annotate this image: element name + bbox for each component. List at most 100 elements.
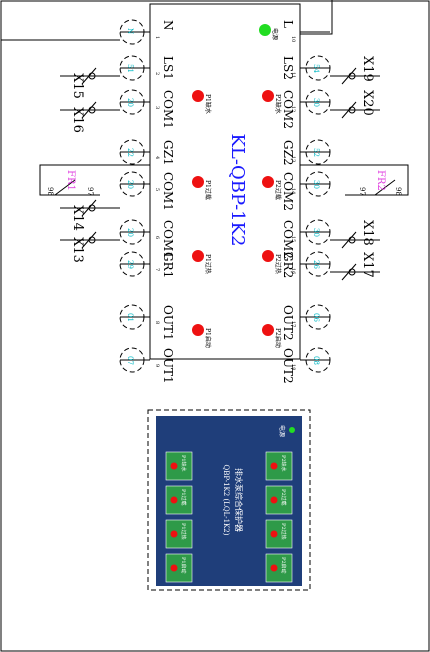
fr2-pin-a: 98	[394, 187, 402, 196]
panel-button-label: P2启动	[280, 557, 287, 574]
panel-button-2[interactable]: P1过载	[165, 485, 193, 515]
left-pin-label: OUT1	[161, 348, 175, 384]
led-label: P2启动	[274, 328, 282, 348]
led-7: P2过热	[262, 250, 282, 274]
panel-power-label: 电源	[278, 425, 286, 437]
led-label: P2过载	[274, 180, 282, 200]
device-body	[149, 3, 301, 360]
right-pin-label: L	[281, 20, 295, 28]
right-terminal-label: 30	[312, 228, 320, 237]
right-pin-label: OUT2	[281, 348, 295, 384]
panel-button-label: P2缺水	[280, 455, 287, 472]
led-label: P1过热	[204, 254, 212, 274]
panel-button-label: P1启动	[180, 557, 187, 574]
panel-title: 排水泵综合保护器	[234, 468, 244, 532]
right-pin-label: LS2	[281, 56, 295, 80]
right-terminal-label: 06	[312, 313, 320, 322]
fr1-pin-b: 97	[86, 187, 94, 196]
switch-label: X20	[360, 90, 375, 116]
right-pin-number: 11	[290, 72, 296, 78]
panel-button-label: P2过载	[280, 489, 287, 506]
switch-label: X16	[70, 107, 85, 133]
led-3: P2缺水	[262, 90, 282, 114]
switch-X15: X15	[60, 67, 120, 99]
led-8: P1启动	[192, 324, 212, 348]
right-terminal-label: 52	[312, 148, 320, 157]
right-pin-label: COM2	[281, 220, 295, 259]
left-terminal-label: 51	[126, 64, 134, 73]
panel-button-8[interactable]: P2启动	[265, 553, 293, 583]
switch-X20: X20	[330, 90, 380, 119]
panel-power-led	[289, 427, 295, 433]
panel-button-1[interactable]: P1缺水	[165, 451, 193, 481]
right-pin-number: 17	[290, 321, 296, 327]
right-terminal-label: 26	[312, 260, 320, 269]
left-pin-number: 1	[154, 36, 160, 39]
panel-button-6[interactable]: P2过载	[265, 485, 293, 515]
left-pin-number: 6	[154, 236, 160, 239]
right-terminal-label: 30	[312, 180, 320, 189]
fr2-label: FR2	[375, 170, 386, 191]
left-terminal-label: N	[126, 28, 134, 34]
panel-button-label: P1过热	[180, 523, 187, 540]
panel-button-3[interactable]: P1过热	[165, 519, 193, 549]
switch-label: X15	[70, 73, 85, 99]
right-pin-label: GR2	[281, 252, 295, 278]
panel-button-5[interactable]: P2缺水	[265, 451, 293, 481]
right-pin-label: OUT2	[281, 305, 295, 341]
right-pin-label: COM2	[281, 90, 295, 129]
right-pin-number: 13	[290, 156, 296, 162]
right-terminal-label: 54	[312, 64, 320, 73]
panel-button-7[interactable]: P2过热	[265, 519, 293, 549]
switch-X14: X14	[60, 199, 120, 231]
right-pin-label: GZ2	[281, 140, 295, 166]
front-panel: 排水泵综合保护器 QBP-1K2 (LQL-1K2) 电源 P1缺水 P1过载 P1…	[147, 409, 311, 591]
left-pin-number: 7	[154, 268, 160, 271]
panel-button-label: P1缺水	[180, 455, 187, 472]
led-1: 电源	[259, 24, 279, 40]
led-label: P1启动	[204, 328, 212, 348]
left-terminal-label: 20	[126, 180, 134, 189]
switch-X18: X18	[330, 220, 380, 249]
right-pin-number: 18	[290, 364, 296, 370]
switch-X17: X17	[330, 252, 380, 281]
led-6: P1过热	[192, 250, 212, 274]
right-pin-number: 16	[290, 268, 296, 274]
panel-button-4[interactable]: P1启动	[165, 553, 193, 583]
left-pin-number: 8	[154, 321, 160, 324]
left-pin-number: 3	[154, 106, 160, 109]
fr2-contact: FR2 98 97	[300, 164, 409, 196]
switch-label: X19	[360, 56, 375, 82]
led-9: P2启动	[262, 324, 282, 348]
switch-X16: X16	[60, 101, 120, 133]
left-terminal-label: 22	[126, 148, 134, 157]
panel-button-label: P1过载	[180, 489, 187, 506]
switch-X13: X13	[60, 231, 120, 263]
left-pin-label: GR1	[161, 252, 175, 278]
switch-X19: X19	[330, 56, 380, 85]
left-pin-label: N	[161, 20, 175, 31]
panel-model: QBP-1K2 (LQL-1K2)	[222, 465, 230, 536]
right-pin-number: 15	[290, 236, 296, 242]
right-pin-number: 10	[290, 36, 296, 42]
left-pin-1: N N 1	[119, 19, 175, 45]
left-pin-label: GZ1	[161, 140, 175, 166]
led-5: P2过载	[262, 176, 282, 200]
left-pin-number: 5	[154, 188, 160, 191]
led-label: 电源	[271, 28, 279, 40]
right-pin-number: 14	[290, 188, 296, 194]
left-terminal-label: 20	[126, 98, 134, 107]
power-wire-right	[300, 0, 333, 35]
fr1-pin-a: 98	[46, 187, 54, 196]
